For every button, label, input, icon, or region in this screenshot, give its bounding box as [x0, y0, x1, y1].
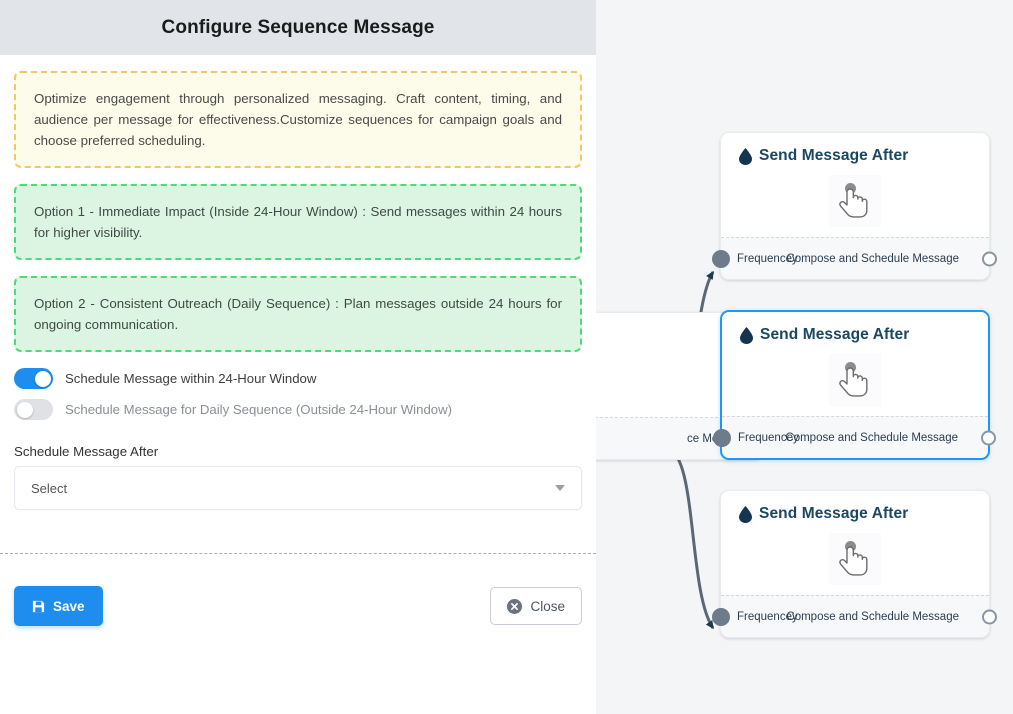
hand-pointer-icon [829, 533, 881, 585]
panel-body: Optimize engagement through personalized… [0, 55, 596, 510]
node-top-footer-right: Compose and Schedule Message [786, 252, 959, 265]
node-middle-footer-right: Compose and Schedule Message [785, 431, 958, 444]
node-bottom-footer: Frequencey Compose and Schedule Message [712, 595, 997, 637]
node-top-output-handle[interactable] [982, 251, 997, 266]
node-top-input-handle[interactable] [712, 249, 730, 268]
schedule-after-select[interactable]: Select [14, 466, 582, 510]
toggle-knob [34, 370, 51, 387]
toggle-schedule-within-24h[interactable] [14, 368, 53, 389]
toggle-schedule-daily-sequence[interactable] [14, 399, 53, 420]
toggle-schedule-within-24h-label: Schedule Message within 24-Hour Window [65, 371, 317, 386]
node-middle-input-handle[interactable] [713, 428, 731, 447]
save-floppy-icon [32, 600, 45, 612]
node-bottom-footer-left: Frequencey [737, 610, 798, 623]
droplet-icon [739, 505, 752, 523]
droplet-icon [739, 147, 752, 165]
toggle-schedule-daily-sequence-label: Schedule Message for Daily Sequence (Out… [65, 402, 453, 417]
toggle-row-daily[interactable]: Schedule Message for Daily Sequence (Out… [14, 399, 582, 420]
node-middle-body: Send Message After [722, 312, 988, 416]
node-top-title-row: Send Message After [721, 133, 989, 165]
droplet-icon [740, 326, 753, 344]
node-top-body: Send Message After [721, 133, 989, 237]
node-bottom-title-row: Send Message After [721, 491, 989, 523]
hand-pointer-icon [829, 354, 881, 406]
node-middle[interactable]: Send Message After Frequencey Compose an… [713, 310, 996, 460]
configure-sequence-panel: Configure Sequence Message Optimize enga… [0, 0, 596, 714]
save-button[interactable]: Save [14, 586, 103, 626]
node-middle-footer-left: Frequencey [738, 431, 799, 444]
node-bottom-icon-wrap [721, 533, 989, 585]
schedule-after-label: Schedule Message After [14, 444, 159, 459]
node-top-title: Send Message After [759, 147, 909, 164]
toggle-knob [16, 401, 33, 418]
node-top[interactable]: Send Message After Frequencey Compose an… [712, 132, 997, 280]
node-bottom-title: Send Message After [759, 505, 909, 522]
save-button-label: Save [53, 598, 85, 614]
option-1-callout: Option 1 - Immediate Impact (Inside 24-H… [14, 184, 582, 260]
panel-header: Configure Sequence Message [0, 0, 596, 55]
node-bottom-input-handle[interactable] [712, 607, 730, 626]
node-bottom-output-handle[interactable] [982, 609, 997, 624]
node-bottom[interactable]: Send Message After Frequencey Compose an… [712, 490, 997, 638]
option-2-callout: Option 2 - Consistent Outreach (Daily Se… [14, 276, 582, 352]
chevron-down-icon [555, 485, 565, 491]
toggle-row-24h[interactable]: Schedule Message within 24-Hour Window [14, 368, 582, 389]
edge-source-to-bottom [666, 448, 715, 630]
schedule-after-value: Select [31, 480, 68, 496]
info-callout: Optimize engagement through personalized… [14, 71, 582, 168]
node-middle-output-handle[interactable] [981, 430, 996, 445]
node-bottom-body: Send Message After [721, 491, 989, 595]
node-top-icon-wrap [721, 175, 989, 227]
cancel-button[interactable]: Close [490, 587, 582, 625]
page-title: Configure Sequence Message [161, 16, 435, 38]
hand-pointer-icon [829, 175, 881, 227]
node-middle-footer: Frequencey Compose and Schedule Message [713, 416, 996, 458]
node-middle-title-row: Send Message After [722, 312, 988, 344]
close-circle-icon [507, 598, 523, 614]
node-top-footer: Frequencey Compose and Schedule Message [712, 237, 997, 279]
node-bottom-footer-right: Compose and Schedule Message [786, 610, 959, 623]
cancel-button-label: Close [530, 598, 565, 614]
node-middle-title: Send Message After [760, 326, 910, 343]
node-middle-icon-wrap [722, 354, 988, 406]
node-top-footer-left: Frequencey [737, 252, 798, 265]
panel-actions: Save Close [0, 553, 596, 643]
panel-divider [0, 553, 596, 554]
